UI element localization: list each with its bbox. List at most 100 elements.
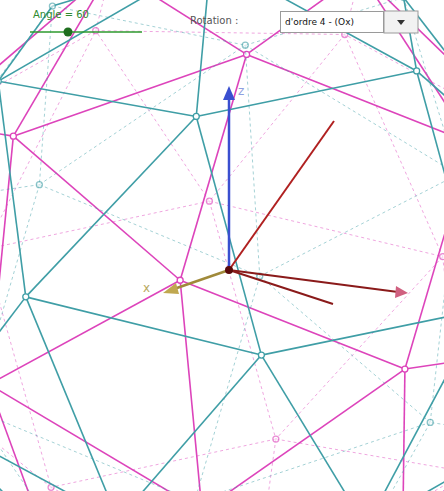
polyhedron-edge — [366, 310, 444, 491]
control-label: Rotation : — [190, 15, 238, 26]
polyhedron-vertex — [36, 182, 42, 188]
polyhedron-vertex — [177, 277, 183, 283]
polyhedron-vertex — [258, 352, 264, 358]
polyhedron-edge — [26, 297, 118, 491]
polyhedron-edge — [0, 0, 211, 81]
polyhedron-edge — [245, 45, 259, 276]
polyhedron-edge — [26, 116, 196, 296]
polyhedron-edge — [111, 0, 246, 54]
z-axis — [228, 96, 231, 270]
polyhedron-edge — [261, 355, 366, 491]
polyhedron-edge — [39, 185, 259, 277]
polyhedron-edge — [417, 71, 444, 310]
polyhedron-edge — [245, 0, 403, 45]
slider-track — [30, 31, 142, 33]
x-axis — [174, 270, 229, 289]
polyhedron-edge — [338, 422, 430, 491]
polyhedron-edge — [276, 257, 443, 440]
polyhedron-vertex — [193, 113, 199, 119]
rotation-axis — [229, 270, 398, 292]
polyhedron-edge — [195, 276, 260, 491]
polyhedron-edge — [0, 249, 51, 487]
polyhedron-edge — [402, 369, 404, 491]
polyhedron-edge — [443, 257, 444, 472]
polyhedron-edge — [26, 297, 262, 355]
polyhedron-vertex — [244, 51, 250, 57]
polyhedron-edge — [52, 0, 210, 6]
polyhedron-edge — [39, 45, 245, 184]
polyhedron-edge — [0, 410, 195, 491]
polyhedron-edge — [0, 280, 180, 384]
polyhedron-vertex — [427, 419, 433, 425]
axis-label: z — [238, 84, 244, 98]
axis-label: x — [143, 281, 150, 295]
polyhedron-vertex — [23, 294, 29, 300]
polyhedron-edge — [0, 297, 26, 420]
polyhedron-edge — [405, 348, 444, 369]
polyhedron-edge — [118, 355, 261, 491]
polyhedron-edge — [96, 0, 112, 31]
rotation-axis — [229, 270, 333, 304]
polyhedron-edge — [0, 185, 39, 410]
polyhedron-vertex — [440, 254, 444, 260]
polyhedron-edge — [260, 276, 430, 422]
polyhedron-edge — [0, 185, 39, 205]
polyhedron-edge — [195, 422, 431, 491]
polyhedron-vertex — [49, 3, 55, 9]
slider-knob — [64, 28, 73, 37]
polyhedron-edge — [39, 6, 52, 185]
slider-label: Angle = 60 — [33, 9, 89, 20]
polyhedron-edge — [0, 384, 202, 491]
polyhedron-edge — [0, 410, 90, 491]
polyhedron-edge — [0, 0, 111, 123]
polyhedron-edge — [430, 174, 444, 422]
dropdown-box: d'ordre 4 - (Ox) — [280, 11, 384, 33]
x-arrowhead — [163, 283, 179, 294]
polyhedron-edge — [0, 31, 96, 124]
polyhedron-vertex — [10, 133, 16, 139]
polyhedron-vertex — [402, 366, 408, 372]
polyhedron-edge — [0, 6, 52, 204]
polyhedron-edge — [180, 280, 405, 369]
polyhedron-vertex — [242, 42, 248, 48]
polyhedron-edge — [0, 81, 26, 297]
polyhedron-edge — [443, 132, 444, 256]
dropdown-arrow — [397, 20, 405, 25]
axis-arrowhead — [395, 286, 408, 298]
dropdown-text: d'ordre 4 - (Ox) — [285, 17, 354, 27]
polyhedron-edge — [254, 472, 444, 491]
polyhedron-edge — [247, 54, 444, 143]
polyhedron-vertex — [401, 0, 407, 1]
polyhedron-edge — [0, 420, 90, 491]
polyhedron-edge — [51, 439, 276, 487]
polyhedron-edge — [13, 0, 111, 136]
z-arrowhead — [223, 86, 235, 100]
polyhedron-vertex — [414, 68, 420, 74]
polyhedron-edge — [338, 436, 444, 491]
polyhedron-edge — [345, 35, 443, 257]
polyhedron-edge — [51, 487, 254, 491]
polyhedron-edge — [276, 439, 444, 472]
dropdown-button — [384, 11, 418, 33]
polyhedron-edge — [245, 45, 444, 174]
axes — [30, 11, 418, 304]
rotation-axis — [229, 121, 334, 270]
polyhedron-edge — [402, 472, 444, 491]
polyhedron-edge — [405, 143, 444, 369]
polyhedron-edge — [0, 136, 13, 384]
polyhedron-vertex — [206, 198, 212, 204]
polyhedron-edge — [180, 280, 202, 491]
polyhedron-edge — [0, 81, 196, 116]
polyhedron-vertex — [273, 436, 279, 442]
polyhedron-edge — [260, 174, 444, 276]
polyhedron-vertex — [0, 78, 1, 84]
polyhedron-edge — [180, 54, 246, 280]
polyhedron-edge — [254, 439, 276, 491]
polyhedron-edge — [366, 436, 444, 491]
polyhedron-edge — [0, 31, 96, 250]
polyhedron-edge — [0, 420, 118, 491]
